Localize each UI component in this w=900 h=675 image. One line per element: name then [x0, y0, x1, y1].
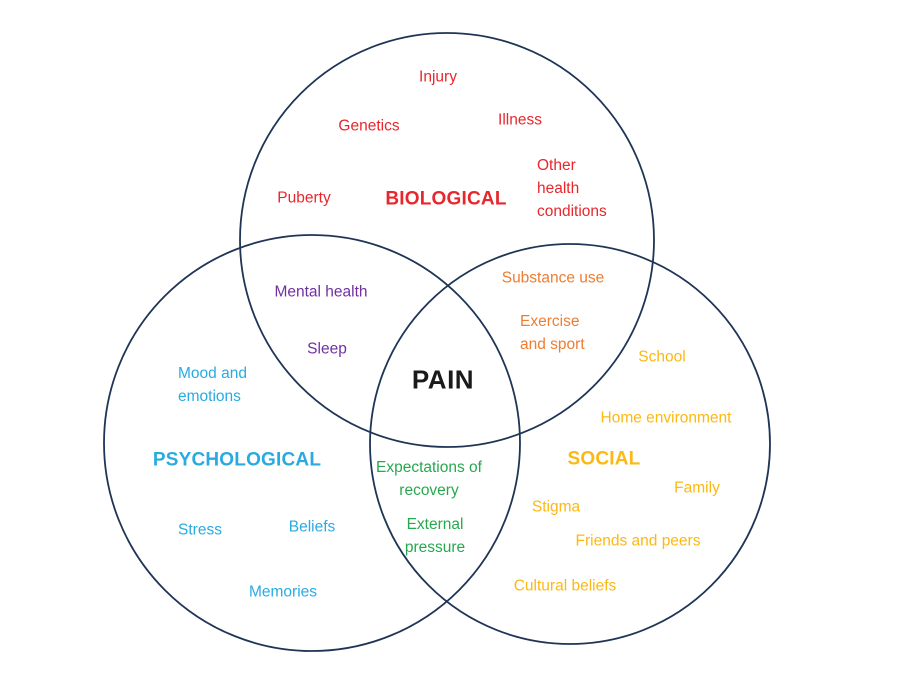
label-memories: Memories	[248, 583, 318, 601]
label-puberty: Puberty	[277, 189, 331, 207]
social-title: SOCIAL	[567, 448, 641, 470]
label-family: Family	[674, 479, 720, 497]
label-mental-health: Mental health	[274, 283, 368, 301]
label-school: School	[638, 348, 686, 366]
psychological-title: PSYCHOLOGICAL	[152, 449, 322, 471]
biological-title: BIOLOGICAL	[385, 188, 507, 210]
label-friends-and-peers: Friends and peers	[575, 532, 701, 550]
label-injury: Injury	[419, 68, 457, 86]
label-exercise-and-sport: Exercise and sport	[520, 313, 585, 353]
pain-center-label: PAIN	[411, 364, 475, 395]
psychological-circle	[103, 234, 521, 652]
label-external-pressure: External pressure	[404, 516, 466, 556]
label-illness: Illness	[498, 111, 542, 129]
label-sleep: Sleep	[307, 340, 347, 358]
biological-circle	[239, 32, 655, 448]
label-other-health-conditions: Other health conditions	[537, 157, 607, 220]
label-expectations-of-recovery: Expectations of recovery	[376, 459, 482, 499]
label-substance-use: Substance use	[501, 269, 605, 287]
label-stress: Stress	[178, 521, 222, 539]
label-genetics: Genetics	[338, 117, 400, 135]
label-cultural-beliefs: Cultural beliefs	[513, 577, 617, 595]
social-circle	[369, 243, 771, 645]
label-mood-and-emotions: Mood and emotions	[178, 365, 247, 405]
label-stigma: Stigma	[531, 498, 581, 516]
label-beliefs: Beliefs	[288, 518, 336, 536]
label-home-environment: Home environment	[600, 409, 732, 427]
